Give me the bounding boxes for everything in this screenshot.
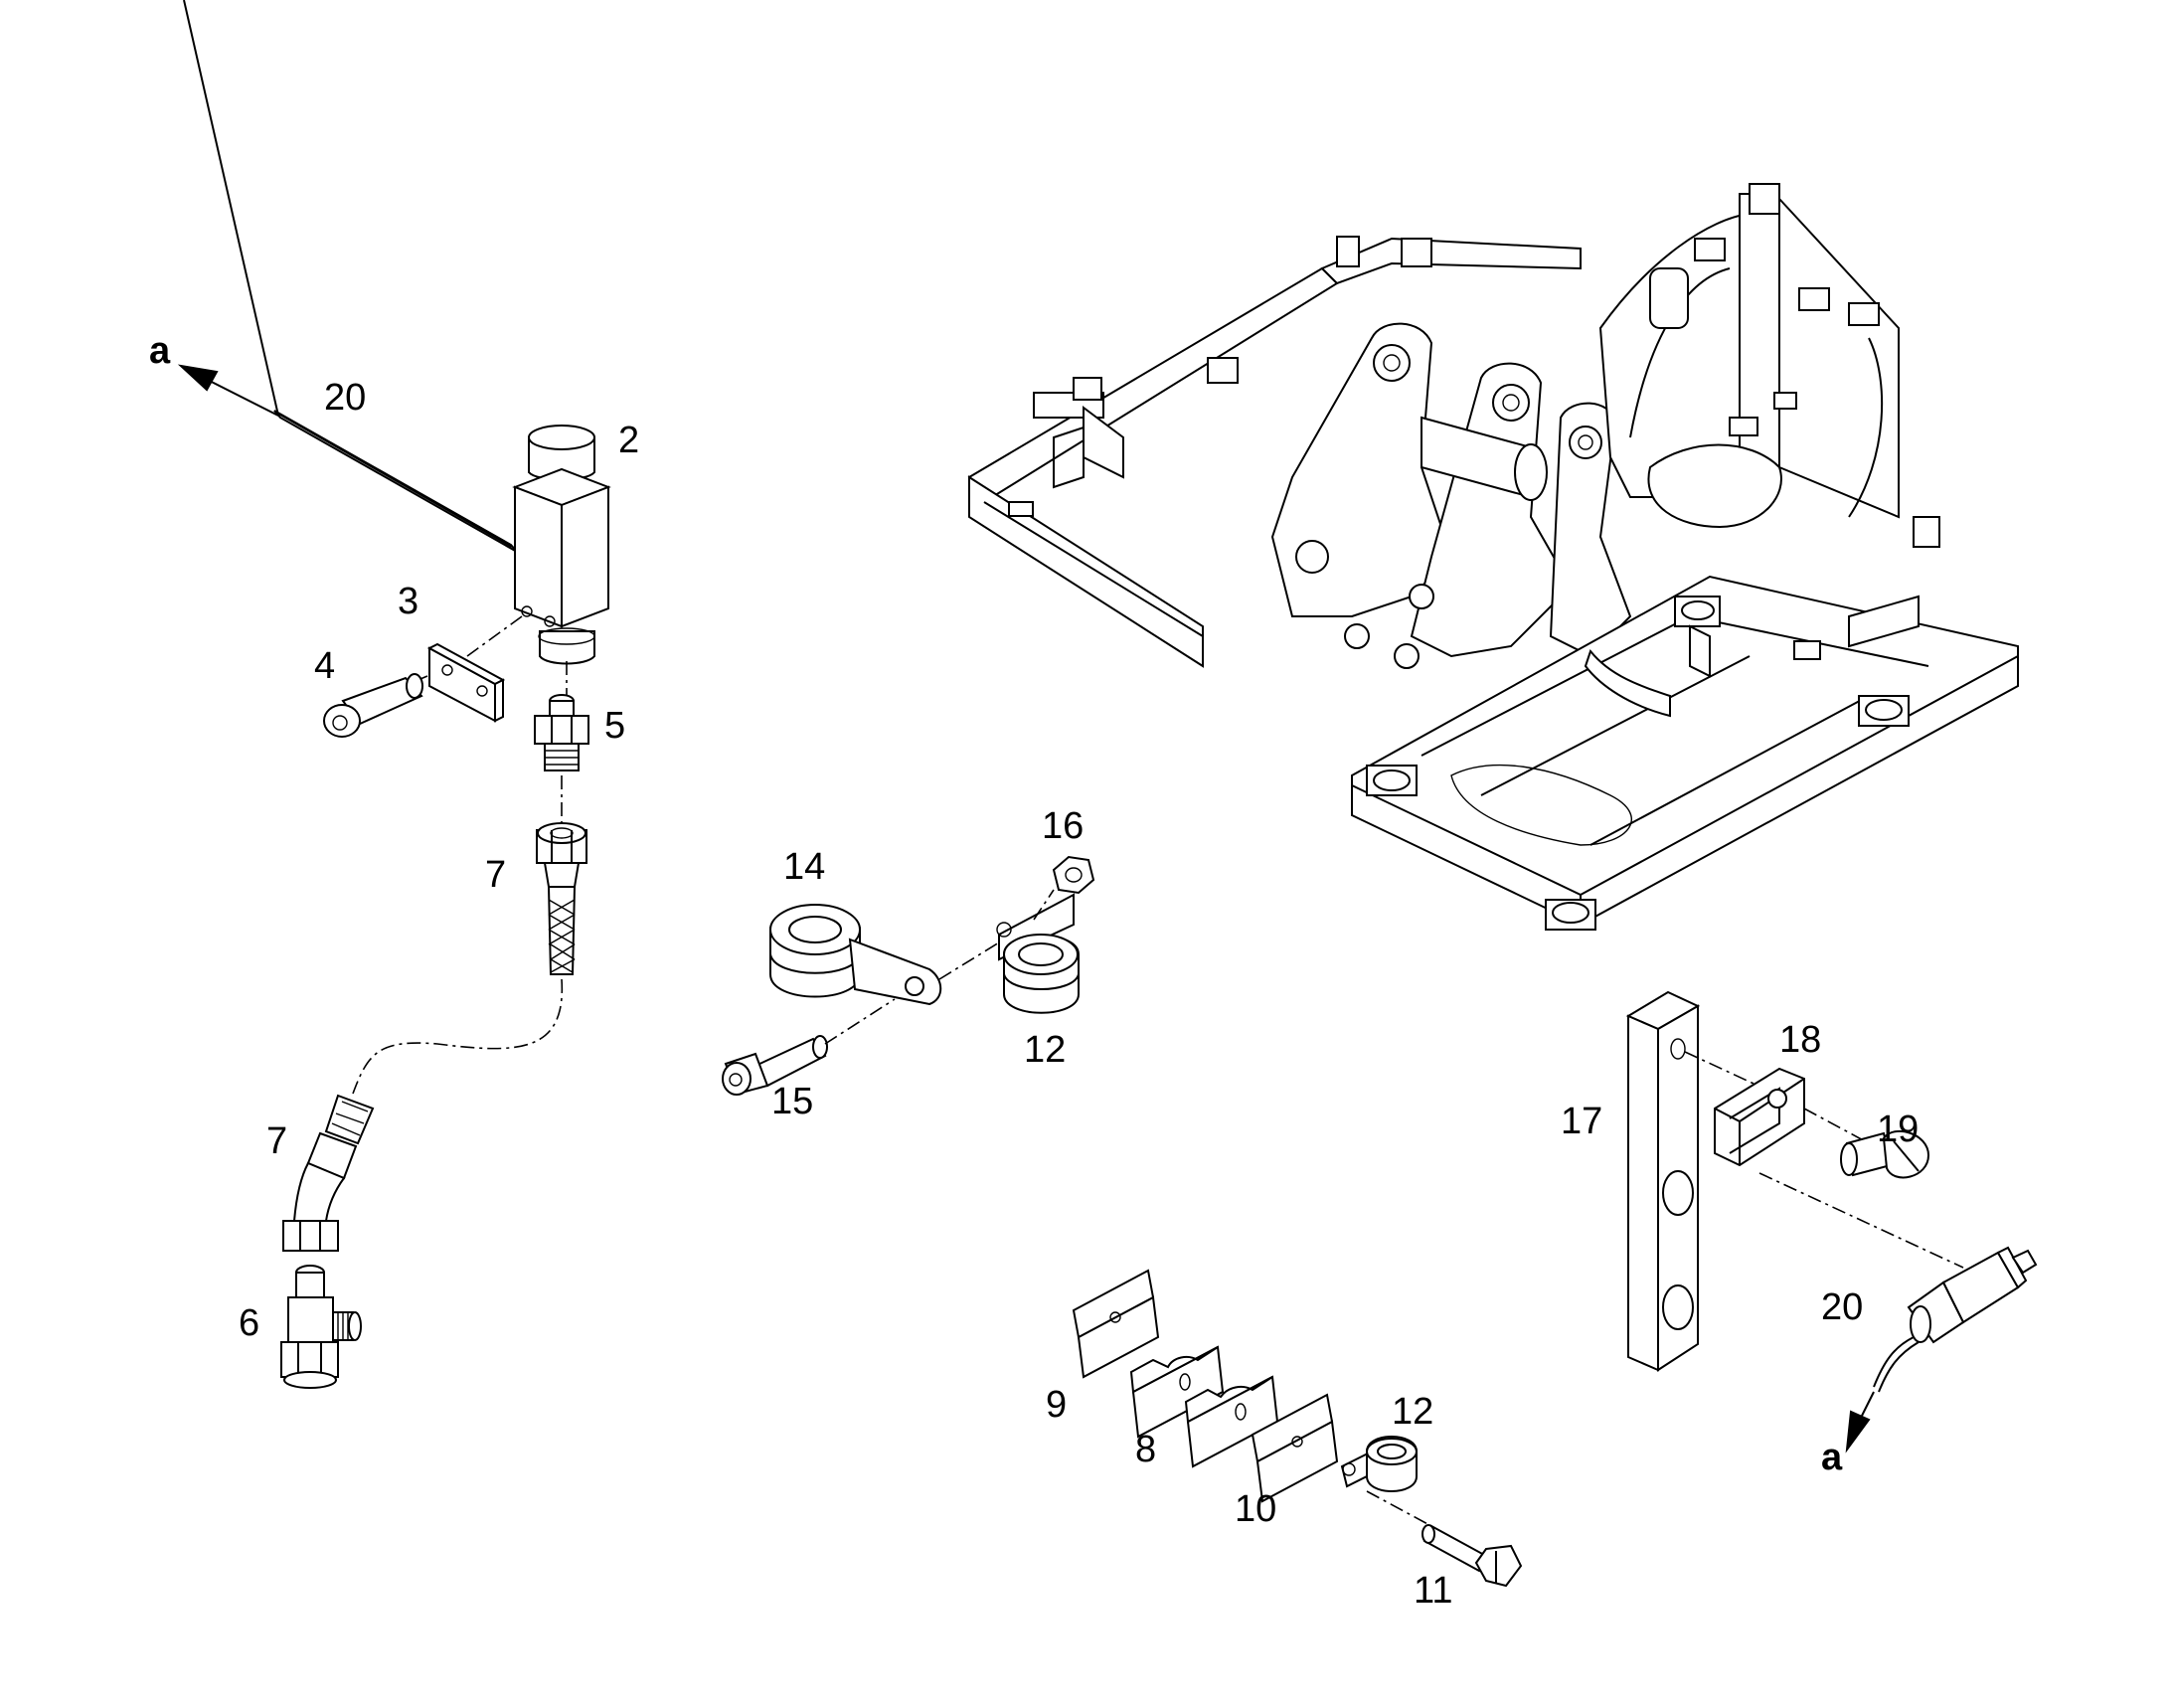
arrow-a-bottom-head bbox=[1845, 1410, 1871, 1453]
switch-mount-assembly bbox=[1625, 990, 2038, 1453]
callout-3: 3 bbox=[398, 581, 418, 622]
callout-20-top: 20 bbox=[324, 377, 366, 419]
pipe-clamp-assembly bbox=[722, 855, 1095, 1096]
callout-5: 5 bbox=[604, 705, 625, 747]
callout-a-top: a bbox=[149, 330, 171, 372]
callout-labels: a 20 2 3 4 5 7 7 6 14 16 15 12 17 18 19 … bbox=[149, 330, 1919, 1612]
callout-9: 9 bbox=[1046, 1384, 1067, 1426]
callout-10: 10 bbox=[1235, 1488, 1276, 1530]
callout-2: 2 bbox=[618, 420, 639, 461]
callout-18: 18 bbox=[1779, 1019, 1821, 1061]
callout-7-bottom: 7 bbox=[266, 1120, 287, 1162]
callout-15: 15 bbox=[771, 1081, 813, 1122]
callout-20-bottom: 20 bbox=[1821, 1286, 1863, 1328]
callout-a-bottom: a bbox=[1821, 1437, 1843, 1478]
callout-17: 17 bbox=[1561, 1101, 1602, 1142]
callout-6: 6 bbox=[239, 1302, 259, 1344]
callout-14: 14 bbox=[783, 846, 825, 888]
callout-11: 11 bbox=[1414, 1570, 1452, 1612]
callout-16: 16 bbox=[1042, 805, 1084, 847]
callout-7-top: 7 bbox=[485, 854, 506, 896]
callout-12-mid: 12 bbox=[1024, 1029, 1066, 1071]
callout-19: 19 bbox=[1877, 1109, 1919, 1150]
clamp-stack-assembly bbox=[1072, 1269, 1523, 1588]
callout-8: 8 bbox=[1135, 1429, 1156, 1470]
callout-12-bottom: 12 bbox=[1392, 1391, 1433, 1433]
pressure-switch-assembly bbox=[177, 0, 611, 1389]
callout-4: 4 bbox=[314, 645, 335, 687]
chassis-frame bbox=[967, 183, 2019, 931]
arrow-a-top-head bbox=[177, 364, 219, 392]
